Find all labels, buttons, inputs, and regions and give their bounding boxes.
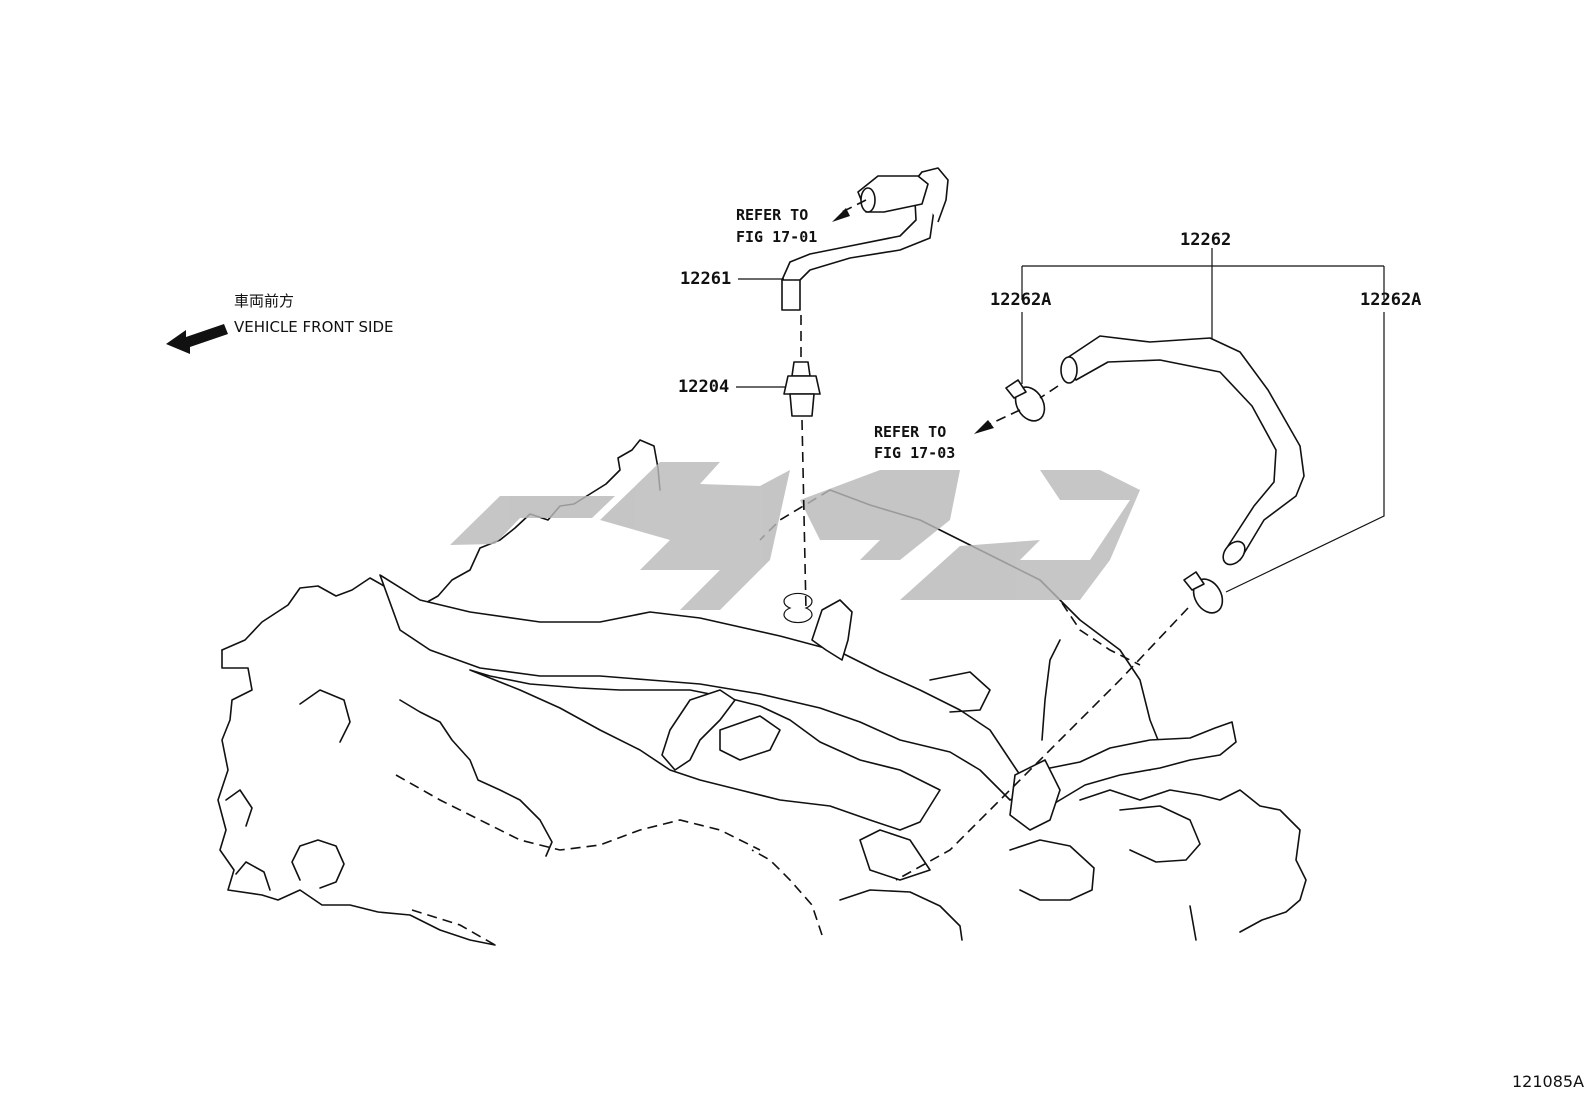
watermark-shape-3: [800, 470, 960, 560]
ref1-line1: REFER TO: [736, 206, 808, 224]
callout-12204: 12204: [678, 377, 729, 397]
clamp-left-icon: [1005, 379, 1046, 422]
watermark: [450, 462, 1140, 610]
ref2-line1: REFER TO: [874, 423, 946, 441]
ref2-line2: FIG 17-03: [874, 444, 955, 462]
hose-12262-end-left: [1060, 356, 1078, 384]
callout-12261: 12261: [680, 269, 731, 289]
callout-12262: 12262: [1180, 230, 1231, 250]
hose-12261: 12261: [680, 167, 949, 311]
hose-12262: 12262 12262A 12262A: [895, 230, 1421, 881]
pcv-valve-12204: 12204: [678, 315, 821, 611]
hose-12261-end: [860, 187, 876, 213]
watermark-shape-4: [900, 470, 1140, 600]
callout-12262A-right: 12262A: [1360, 290, 1421, 310]
engine-outline: [217, 439, 1307, 946]
figure-id: 121085A: [1512, 1072, 1584, 1091]
ref1-line2: FIG 17-01: [736, 228, 817, 246]
hose-12262-end-right: [1222, 540, 1246, 566]
front-label-jp: 車両前方: [234, 292, 294, 310]
ref2-arrow-icon: [974, 420, 994, 434]
front-arrow-icon: [166, 324, 228, 354]
clamp-right-icon: [1183, 571, 1224, 614]
watermark-shape-1: [450, 496, 615, 545]
callout-12262A-left: 12262A: [990, 290, 1051, 310]
vehicle-front-indicator: 車両前方 VEHICLE FRONT SIDE: [166, 292, 394, 354]
watermark-shape-2: [600, 462, 790, 610]
reference-fig-17-03: REFER TO FIG 17-03: [874, 409, 1021, 462]
front-label-en: VEHICLE FRONT SIDE: [234, 318, 394, 336]
ref1-arrow-icon: [832, 208, 850, 222]
reference-fig-17-01: REFER TO FIG 17-01: [736, 199, 867, 246]
